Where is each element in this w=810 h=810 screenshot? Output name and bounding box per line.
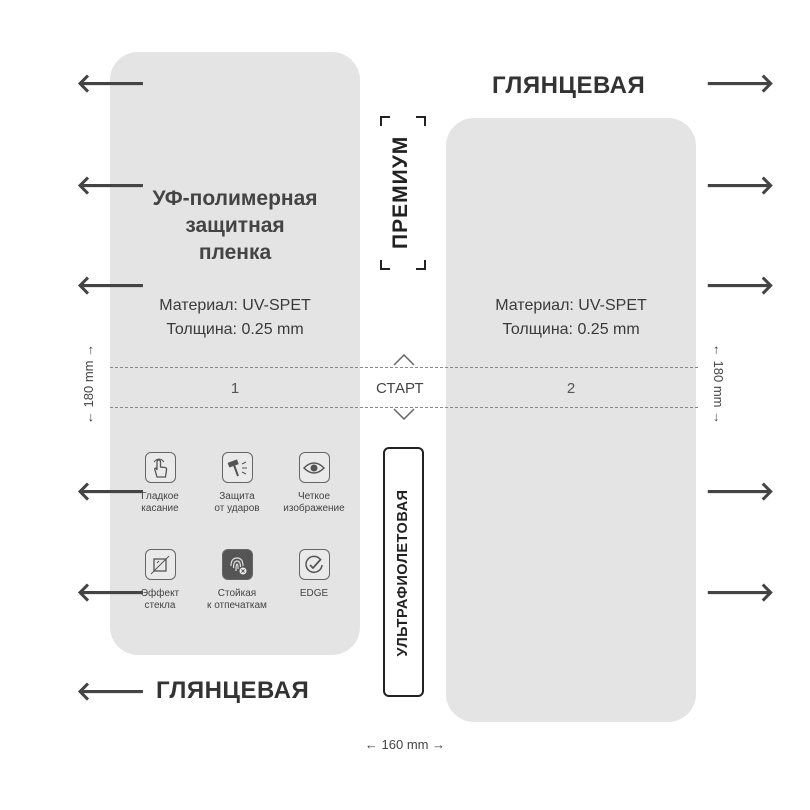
feature-label-line: Эффект xyxy=(140,588,180,599)
premium-label: ПРЕМИУМ xyxy=(389,135,412,249)
height-dimension-left: ← 180 mm → xyxy=(81,343,96,425)
chevron-up-icon xyxy=(393,354,415,366)
chevron-down-icon xyxy=(393,408,415,420)
start-band-top-line xyxy=(110,367,698,368)
start-band-bottom-line xyxy=(110,407,698,408)
feature-edge: EDGE xyxy=(274,549,354,600)
product-title-line-1: УФ-полимерная xyxy=(152,187,318,210)
glass-effect-icon xyxy=(144,549,176,580)
arrow-right-icon: 🡒 xyxy=(705,577,775,607)
arrow-left-icon: 🡐 xyxy=(76,676,146,706)
width-dimension: ← 160 mm → xyxy=(364,737,446,752)
arrow-left-icon: 🡐 xyxy=(76,68,146,98)
feature-label-line: Стойкая xyxy=(217,588,257,599)
arrow-left-icon: 🡐 xyxy=(76,270,146,300)
product-title-line-2: защитная xyxy=(185,214,285,237)
feature-label-line: стекла xyxy=(144,600,176,611)
eye-icon xyxy=(298,452,330,483)
fingerprint-icon xyxy=(221,549,253,580)
arrow-right-icon: 🡒 xyxy=(705,476,775,506)
feature-label-line: от ударов xyxy=(214,503,260,514)
height-dimension-right: ← 180 mm → xyxy=(711,343,726,425)
feature-label-line: касание xyxy=(141,503,179,514)
arrow-right-icon: 🡒 xyxy=(705,270,775,300)
premium-bracket-icon xyxy=(380,116,426,270)
product-title-line-3: пленка xyxy=(198,241,272,264)
thickness-text: Толщина: 0.25 mm xyxy=(166,321,304,338)
feature-label-line: Гладкое xyxy=(141,491,179,502)
start-label: СТАРТ xyxy=(376,380,424,397)
material-text: Материал: UV-SPET xyxy=(159,297,311,314)
arrow-left-icon: 🡐 xyxy=(76,476,146,506)
arrow-right-icon: 🡒 xyxy=(705,68,775,98)
glossy-label-bottom: ГЛЯНЦЕВАЯ xyxy=(156,677,310,704)
feature-label-line: к отпечаткам xyxy=(207,600,267,611)
film-sheet-2 xyxy=(446,118,696,722)
uv-label: УЛЬТРАФИОЛЕТОВАЯ xyxy=(395,489,411,657)
uv-label-box xyxy=(383,447,424,697)
arrow-left-icon: 🡐 xyxy=(76,577,146,607)
feature-label-line: Четкое xyxy=(297,491,331,502)
feature-label-line: EDGE xyxy=(299,588,329,599)
check-badge-icon xyxy=(298,549,330,580)
product-title: УФ-полимерная защитная пленка xyxy=(110,185,360,266)
glossy-label-top: ГЛЯНЦЕВАЯ xyxy=(492,72,646,99)
sheet-2-number: 2 xyxy=(566,380,576,397)
arrow-left-icon: 🡐 xyxy=(76,170,146,200)
sheet-2-specs: Материал: UV-SPET Толщина: 0.25 mm xyxy=(446,294,696,342)
material-text: Материал: UV-SPET xyxy=(495,297,647,314)
thickness-text: Толщина: 0.25 mm xyxy=(502,321,640,338)
hammer-impact-icon xyxy=(221,452,253,483)
feature-label-line: Защита xyxy=(219,491,255,502)
arrow-right-icon: 🡒 xyxy=(705,170,775,200)
feature-label-line: изображение xyxy=(283,503,345,514)
sheet-1-number: 1 xyxy=(230,380,240,397)
sheet-1-specs: Материал: UV-SPET Толщина: 0.25 mm xyxy=(110,294,360,342)
touch-hand-icon xyxy=(144,452,176,483)
